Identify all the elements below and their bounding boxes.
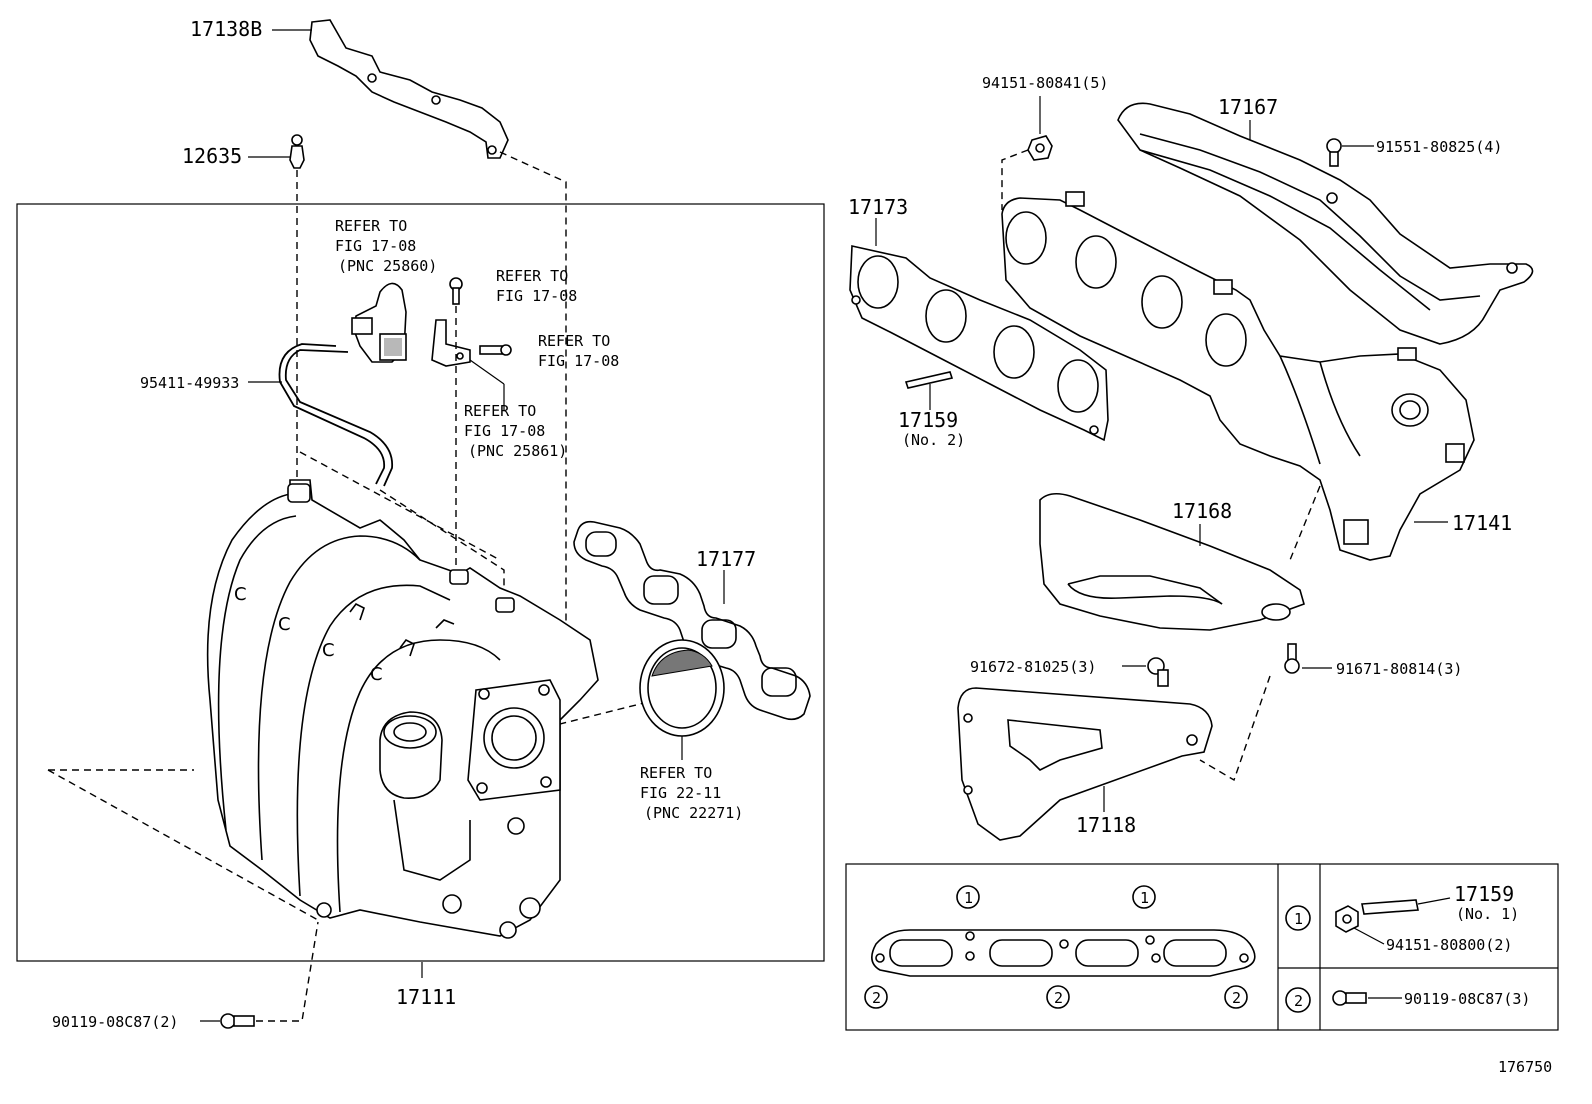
svg-text:C: C [234, 584, 247, 605]
bolt-91551-80825[interactable] [1326, 138, 1342, 167]
vsv-valve[interactable] [351, 282, 407, 363]
svg-text:REFER TO: REFER TO [464, 402, 536, 420]
marker-1-left: 1 [956, 885, 980, 909]
refer-note-pnc-22271: REFER TO FIG 22-11 (PNC 22271) [640, 764, 743, 822]
label-94151-80800-2: 94151-80800(2) [1386, 936, 1512, 954]
manifold-stay-17118[interactable] [957, 687, 1213, 841]
legend-box [845, 863, 1559, 1031]
dash-17138b [499, 151, 567, 672]
bolt-91672-81025[interactable] [1147, 657, 1169, 687]
svg-text:2: 2 [1232, 989, 1241, 1007]
svg-text:REFER TO: REFER TO [496, 267, 568, 285]
svg-text:C: C [322, 640, 335, 661]
svg-text:FIG 17-08: FIG 17-08 [538, 352, 619, 370]
svg-text:FIG 17-08: FIG 17-08 [496, 287, 577, 305]
marker-2-a: 2 [864, 985, 888, 1009]
vsv-bracket[interactable] [431, 319, 471, 367]
legend-stud-17159-no1[interactable] [1361, 899, 1419, 915]
intake-manifold-17111[interactable]: C C C C [206, 479, 599, 939]
throttle-body[interactable] [379, 679, 561, 914]
label-95411-49933: 95411-49933 [140, 374, 239, 392]
svg-text:(PNC 25861): (PNC 25861) [468, 442, 567, 460]
label-17168: 17168 [1172, 499, 1232, 523]
label-91672-81025-3: 91672-81025(3) [970, 658, 1096, 676]
label-17111: 17111 [396, 985, 456, 1009]
refer-note-pnc-25860: REFER TO FIG 17-08 (PNC 25860) [335, 217, 437, 275]
label-17173: 17173 [848, 195, 908, 219]
label-17167: 17167 [1218, 95, 1278, 119]
svg-text:FIG 17-08: FIG 17-08 [335, 237, 416, 255]
label-17118: 17118 [1076, 813, 1136, 837]
marker-2-c: 2 [1224, 985, 1248, 1009]
label-17159-no2-sub: (No. 2) [902, 431, 965, 449]
svg-text:REFER TO: REFER TO [640, 764, 712, 782]
legend-gasket [871, 929, 1256, 977]
bolt-vsv-side[interactable] [479, 344, 512, 356]
label-12635: 12635 [182, 144, 242, 168]
svg-text:C: C [278, 614, 291, 635]
bolt-91671-80814[interactable] [1284, 643, 1300, 674]
figure-number: 176750 [1498, 1058, 1552, 1076]
nut-94151-80841[interactable] [1027, 135, 1053, 161]
marker-2-legend: 2 [1285, 987, 1311, 1013]
svg-text:(PNC 22271): (PNC 22271) [644, 804, 743, 822]
throttle-gasket[interactable] [639, 639, 725, 737]
svg-text:(PNC 25860): (PNC 25860) [338, 257, 437, 275]
svg-text:1: 1 [964, 889, 973, 907]
intake-group-frame [16, 203, 825, 962]
svg-text:FIG 22-11: FIG 22-11 [640, 784, 721, 802]
bolt-90119-08c87-intake[interactable] [220, 1013, 255, 1029]
label-17138b: 17138B [190, 17, 262, 41]
label-90119-08c87-3: 90119-08C87(3) [1404, 990, 1530, 1008]
bolt-vsv-top[interactable] [449, 277, 463, 305]
stud-12635[interactable] [289, 134, 305, 169]
label-90119-08c87-2: 90119-08C87(2) [52, 1013, 178, 1031]
label-94151-80841-5: 94151-80841(5) [982, 74, 1108, 92]
svg-text:FIG 17-08: FIG 17-08 [464, 422, 545, 440]
legend-nut-94151-80800[interactable] [1335, 905, 1359, 933]
refer-note-pnc-25861: REFER TO FIG 17-08 (PNC 25861) [464, 402, 567, 460]
svg-text:1: 1 [1140, 889, 1149, 907]
svg-text:REFER TO: REFER TO [335, 217, 407, 235]
bracket-17138b[interactable] [309, 19, 509, 159]
svg-text:1: 1 [1294, 910, 1303, 928]
legend-bolt-90119-08c87[interactable] [1332, 990, 1367, 1006]
label-91671-80814-3: 91671-80814(3) [1336, 660, 1462, 678]
label-17159-no2: 17159 [898, 408, 958, 432]
svg-text:2: 2 [872, 989, 881, 1007]
heat-insulator-17168[interactable] [1039, 492, 1305, 631]
gasket-17173[interactable] [849, 245, 1109, 442]
marker-2-b: 2 [1046, 985, 1070, 1009]
refer-note-3: REFER TO FIG 17-08 [538, 332, 619, 370]
label-17177: 17177 [696, 547, 756, 571]
gasket-17177[interactable] [573, 520, 811, 721]
marker-1-legend: 1 [1285, 905, 1311, 931]
refer-note-2: REFER TO FIG 17-08 [496, 267, 577, 305]
heat-insulator-17167[interactable] [1117, 102, 1534, 345]
label-17159-no1-sub: (No. 1) [1456, 905, 1519, 923]
marker-1-right: 1 [1132, 885, 1156, 909]
svg-text:C: C [370, 664, 383, 685]
exhaust-manifold-17141[interactable] [1001, 191, 1475, 561]
svg-text:REFER TO: REFER TO [538, 332, 610, 350]
label-17141: 17141 [1452, 511, 1512, 535]
label-91551-80825-4: 91551-80825(4) [1376, 138, 1502, 156]
hose-95411-49933[interactable] [284, 349, 393, 487]
label-17159-no1: 17159 [1454, 882, 1514, 906]
svg-text:2: 2 [1054, 989, 1063, 1007]
svg-text:2: 2 [1294, 992, 1303, 1010]
stud-17159-no2[interactable] [904, 371, 954, 389]
